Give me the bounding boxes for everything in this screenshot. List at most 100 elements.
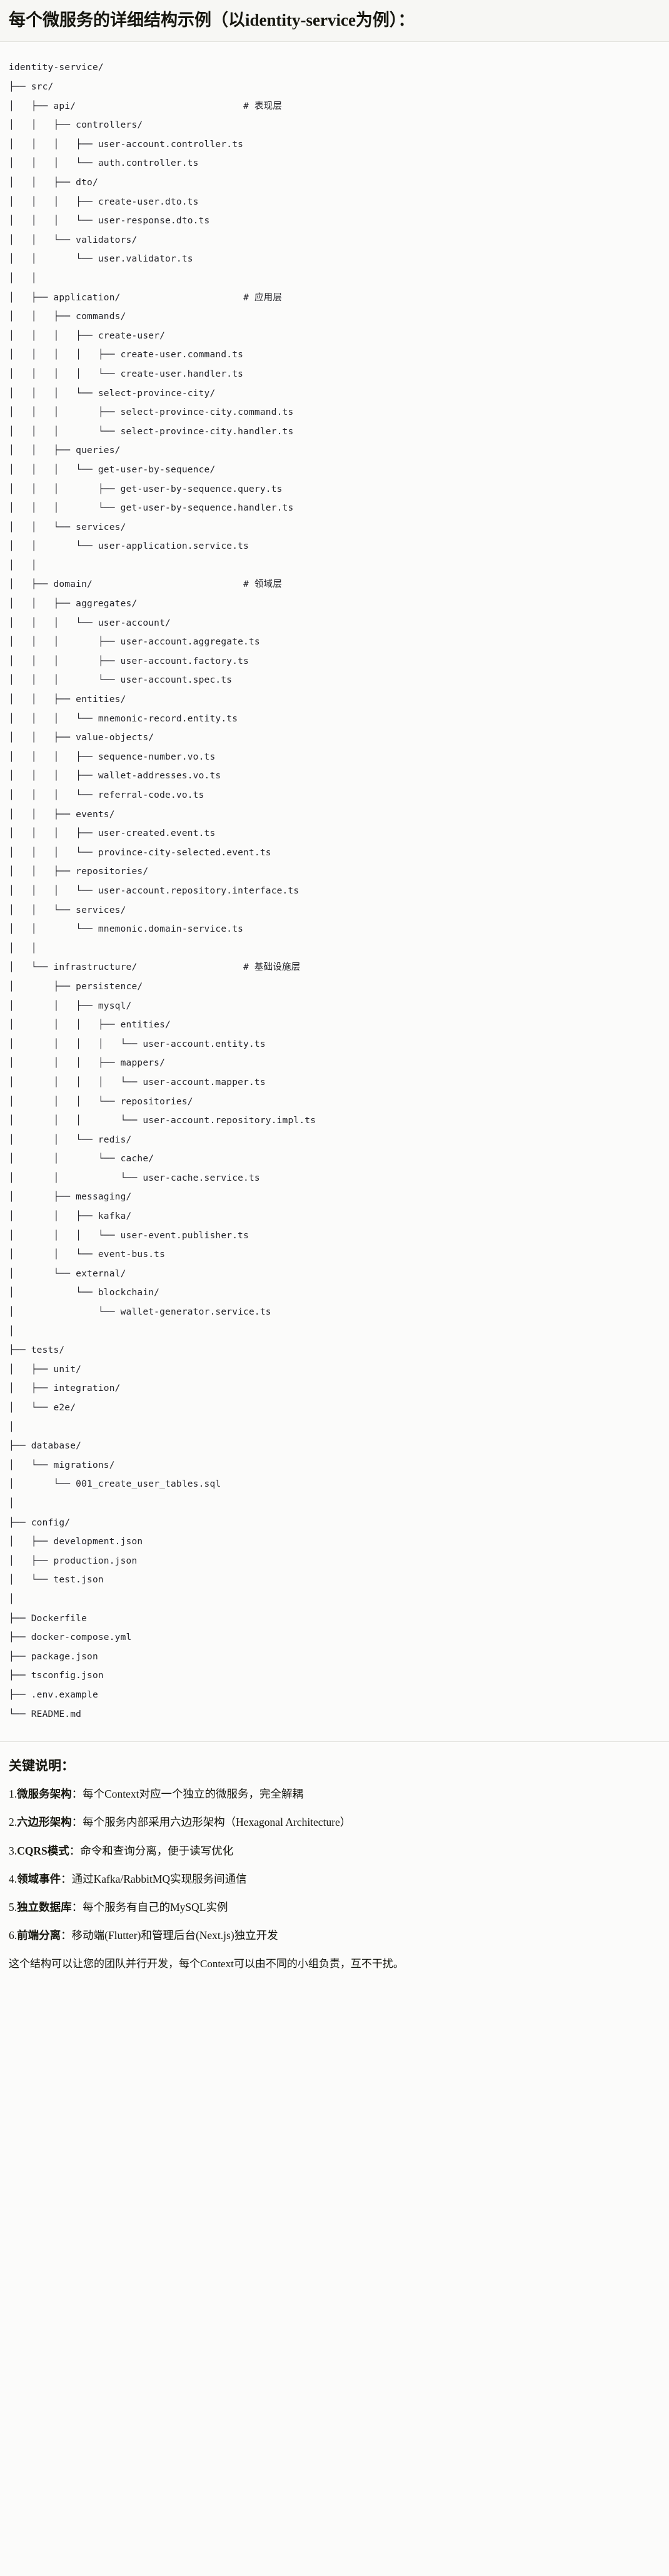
tree-row: │ │ │ └── user-account.spec.ts [9,671,660,690]
key-note-item: 1.微服务架构：每个Context对应一个独立的微服务，完全解耦 [9,1786,660,1802]
tree-node-label: │ │ │ ├── user-created.event.ts [9,828,216,839]
section-divider [0,1741,669,1743]
tree-node-label: │ └── e2e/ [9,1403,76,1413]
tree-node-label: │ │ ├── commands/ [9,312,126,322]
tree-row: │ │ ├── commands/ [9,307,660,327]
tree-row: │ └── wallet-generator.service.ts [9,1303,660,1322]
tree-row: │ │ │ └── user-account/ [9,614,660,633]
tree-row: │ │ │ │ └── user-account.mapper.ts [9,1073,660,1092]
tree-node-label: │ ├── unit/ [9,1364,82,1375]
tree-row: │ ├── api/ # 表现层 [9,97,660,116]
tree-node-label: │ │ └── services/ [9,905,126,915]
tree-node-label: │ ├── production.json [9,1555,138,1566]
tree-node-label: │ │ │ ├── mappers/ [9,1058,166,1069]
tree-row: │ │ │ │ ├── create-user.command.ts [9,345,660,365]
tree-row: │ ├── unit/ [9,1360,660,1380]
tree-layer-comment: # 基础设施层 [243,962,301,973]
tree-node-label: │ ├── application/ [9,292,121,303]
tree-row: │ └── infrastructure/ # 基础设施层 [9,958,660,977]
tree-row: │ └── external/ [9,1265,660,1284]
tree-row: │ │ │ ├── wallet-addresses.vo.ts [9,766,660,786]
key-note-text: ：通过Kafka/RabbitMQ实现服务间通信 [61,1872,247,1885]
tree-row: │ │ │ ├── select-province-city.command.t… [9,403,660,422]
tree-row: │ [9,1590,660,1609]
tree-node-label: │ │ └── redis/ [9,1134,132,1145]
tree-node-label: │ │ └── user-cache.service.ts [9,1173,260,1183]
tree-node-label: │ │ │ └── user-account/ [9,618,171,628]
key-note-text: ：每个服务内部采用六边形架构（Hexagonal Architecture） [71,1816,351,1829]
tree-row: ├── .env.example [9,1686,660,1705]
tree-row: │ │ ├── entities/ [9,690,660,710]
tree-row: │ │ [9,269,660,288]
page-title: 每个微服务的详细结构示例（以identity-service为例）： [9,11,415,29]
tree-row: │ │ ├── kafka/ [9,1207,660,1226]
key-note-number: 3. [9,1844,18,1857]
tree-node-label: │ ├── development.json [9,1537,143,1547]
tree-row: │ │ │ ├── user-account.factory.ts [9,652,660,671]
key-note-number: 2. [9,1816,18,1829]
tree-node-label: │ │ │ ├── user-account.factory.ts [9,656,249,666]
tree-row: │ │ └── event-bus.ts [9,1245,660,1265]
tree-row: │ ├── domain/ # 领域层 [9,575,660,594]
tree-node-label: │ │ │ ├── entities/ [9,1020,171,1031]
tree-node-label: │ │ │ └── user-event.publisher.ts [9,1230,249,1241]
tree-node-label: │ [9,1498,14,1509]
tree-row: │ │ │ ├── user-account.controller.ts [9,135,660,155]
tree-node-label: │ │ ├── value-objects/ [9,733,154,743]
tree-node-label: │ │ │ │ └── user-account.entity.ts [9,1039,266,1049]
tree-node-label: │ │ └── user.validator.ts [9,254,193,265]
tree-node-label: │ │ │ └── province-city-selected.event.t… [9,847,271,858]
tree-row: │ │ │ └── repositories/ [9,1092,660,1112]
tree-row: │ ├── production.json [9,1552,660,1571]
tree-row: │ │ ├── value-objects/ [9,728,660,748]
tree-row: │ │ └── validators/ [9,231,660,250]
tree-row: │ │ └── user-cache.service.ts [9,1169,660,1188]
key-note-item: 4.领域事件：通过Kafka/RabbitMQ实现服务间通信 [9,1871,660,1887]
key-notes-list: 1.微服务架构：每个Context对应一个独立的微服务，完全解耦 2.六边形架构：… [9,1786,660,1944]
tree-row: │ │ │ └── user-account.repository.interf… [9,882,660,901]
tree-node-label: │ └── migrations/ [9,1460,115,1470]
tree-row: │ └── 001_create_user_tables.sql [9,1475,660,1494]
tree-row: │ [9,1418,660,1437]
tree-node-label: │ │ └── validators/ [9,235,138,245]
key-note-item: 2.六边形架构：每个服务内部采用六边形架构（Hexagonal Architec… [9,1814,660,1830]
tree-row: └── README.md [9,1705,660,1724]
tree-node-label: │ │ └── mnemonic.domain-service.ts [9,924,244,935]
tree-node-label: │ │ └── user-application.service.ts [9,541,249,552]
tree-node-label: │ │ │ └── get-user-by-sequence.handler.t… [9,503,294,514]
tree-row: │ │ │ ├── user-created.event.ts [9,824,660,843]
tree-node-label: │ │ │ └── get-user-by-sequence/ [9,464,216,475]
tree-row: │ │ ├── dto/ [9,173,660,193]
tree-node-label: ├── tests/ [9,1345,65,1356]
key-note-text: ：每个Context对应一个独立的微服务，完全解耦 [71,1788,304,1801]
key-note-label: 前端分离 [17,1929,61,1942]
tree-node-label: │ │ ├── aggregates/ [9,599,138,609]
tree-node-label: │ │ │ └── user-account.spec.ts [9,675,233,686]
tree-node-label: │ │ ├── dto/ [9,178,98,188]
tree-row: │ │ │ ├── sequence-number.vo.ts [9,748,660,767]
tree-row: │ │ │ ├── get-user-by-sequence.query.ts [9,480,660,499]
key-note-label: 独立数据库 [17,1901,72,1914]
tree-row: ├── docker-compose.yml [9,1628,660,1647]
directory-tree: identity-service/├── src/│ ├── api/ # 表现… [9,58,660,1724]
key-note-number: 6. [9,1929,18,1942]
tree-row: │ ├── application/ # 应用层 [9,288,660,308]
tree-node-label: │ │ │ ├── get-user-by-sequence.query.ts [9,484,283,494]
tree-row: ├── tests/ [9,1341,660,1360]
tree-node-label: │ │ │ └── select-province-city.handler.t… [9,426,294,437]
tree-row: │ │ │ ├── create-user/ [9,327,660,346]
tree-row: ├── tsconfig.json [9,1666,660,1686]
tree-row: │ │ └── mnemonic.domain-service.ts [9,920,660,939]
tree-row: ├── package.json [9,1647,660,1667]
tree-node-label: │ │ │ │ └── user-account.mapper.ts [9,1077,266,1087]
tree-row: │ ├── messaging/ [9,1188,660,1207]
tree-row: ├── Dockerfile [9,1609,660,1629]
tree-comment-spacer [121,293,243,303]
tree-row: │ │ │ └── select-province-city.handler.t… [9,422,660,442]
tree-node-label: │ ├── persistence/ [9,981,143,992]
tree-row: │ │ └── services/ [9,901,660,920]
tree-layer-comment: # 应用层 [243,292,283,303]
tree-node-label: │ [9,1422,14,1432]
tree-row: │ ├── persistence/ [9,977,660,997]
tree-node-label: │ │ │ ├── create-user.dto.ts [9,196,199,207]
